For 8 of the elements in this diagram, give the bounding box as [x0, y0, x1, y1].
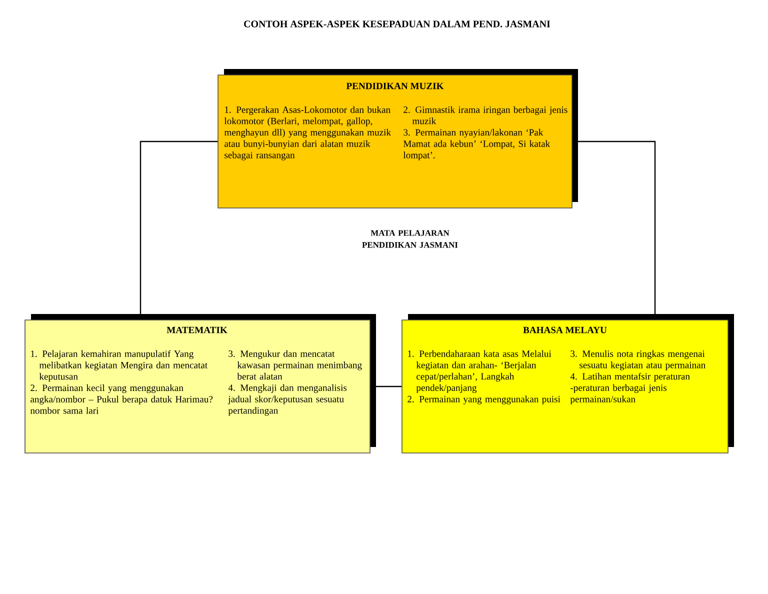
connector-line — [370, 386, 402, 388]
connector-line — [140, 140, 218, 320]
title: CONTOH ASPEK-ASPEK KESEPADUAN DALAM PEND. JASMANI — [244, 20, 550, 28]
subject-box: MATEMATIK 1. Pelajaran kemahiran manupulatif Yang melibatkan kegiatan Mengira dan mencatat keputusan 2. Permainan kecil yang menggunakan angka/nombor – Pukul berapa datuk Harimau? nombor sama lari 3. Mengukur dan mencatat kawasan permainan menimbang berat alatan 4. Mengkaji dan menganalisis jadual skor/keputusan sesuatu pertandingan — [24, 314, 376, 454]
subject-box: PENDIDIKAN MUZIK 1. Pergerakan Asas-Lokomotor dan bukan lokomotor (Berlari, melompat, gallop, menghayun dll) yang menggunakan muzik atau bunyi-bunyian dari alatan muzik sebagai ransangan 2. Gimnastik irama iringan berbagai jenis muzik 3. Permainan nyayian/lakonan ‘Pak Mamat ada kebun’ ‘Lompat, Si katak lompat’. — [218, 69, 578, 208]
connector-line — [572, 140, 656, 320]
center-label: MATA PELAJARAN PENDIDIKAN JASMANI — [362, 230, 458, 248]
subject-box: BAHASA MELAYU 1. Perbendaharaan kata asas Melalui kegiatan dan arahan- ‘Berjalan cepat/perlahan’, Langkah pendek/panjang 2. Permainan yang menggunakan puisi 3. Menulis nota ringkas mengenai sesuatu kegiatan atau permainan 4. Latihan mentafsir peraturan -peraturan berbagai jenis permainan/sukan — [402, 314, 734, 454]
